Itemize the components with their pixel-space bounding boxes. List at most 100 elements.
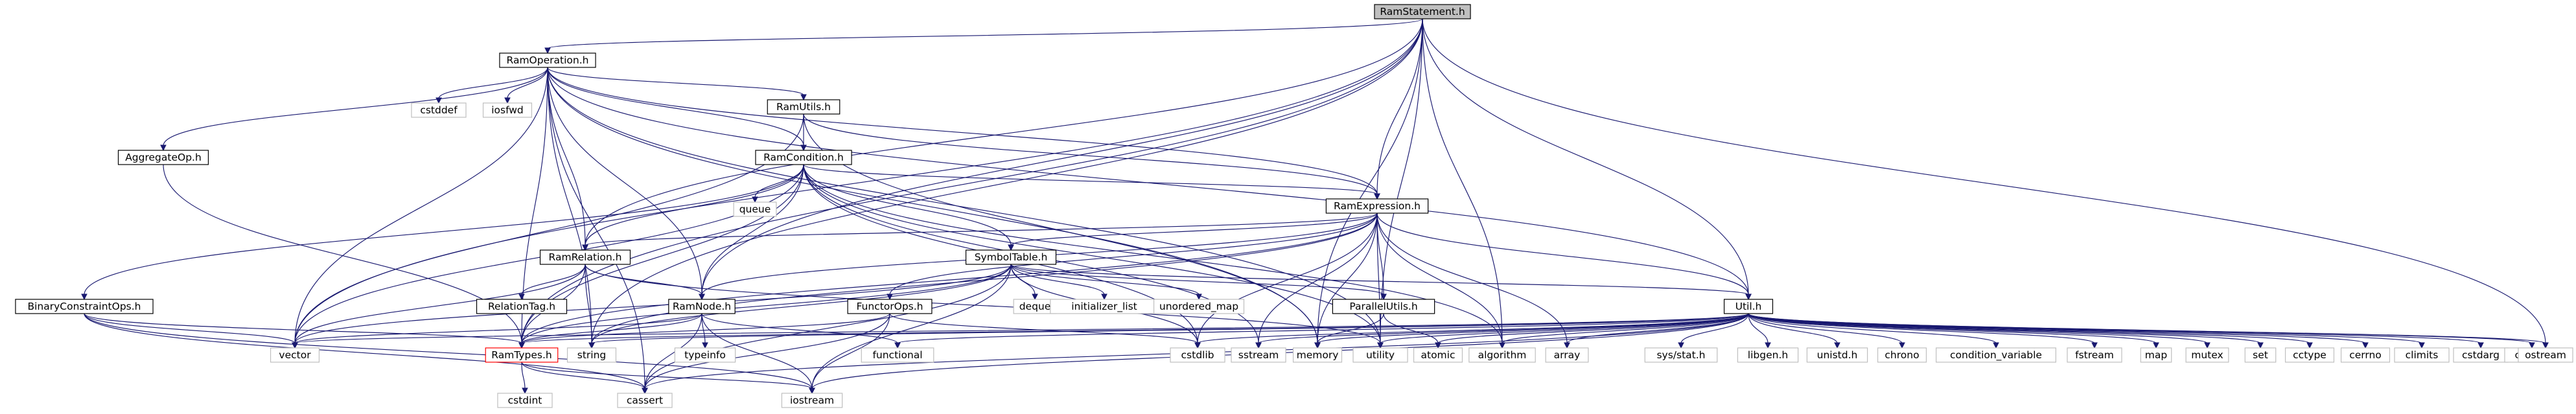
node-ramstatement[interactable]: RamStatement.h [1374, 4, 1471, 19]
node-box [1332, 299, 1435, 314]
node-symboltable[interactable]: SymbolTable.h [965, 249, 1057, 265]
node-ramrelation[interactable]: RamRelation.h [539, 249, 631, 265]
dependency-edge-RamRelation-to-RamNode [585, 264, 702, 295]
edge-arrowhead [2477, 342, 2484, 349]
node-label: functional [872, 349, 922, 361]
edge-arrowhead [582, 244, 588, 251]
dependency-edge-RamRelation-to-RelationTag [521, 264, 586, 295]
node-label: cstdint [508, 395, 542, 406]
edge-arrowhead [1834, 342, 1840, 349]
node-cerrno: cerrno [2340, 347, 2391, 363]
edge-arrowhead [1032, 293, 1038, 301]
dependency-edge-SymbolTable-to-cassert [644, 264, 1012, 389]
node-sstream: sstream [1231, 347, 1286, 363]
dependency-edge-RamOperation-to-cstddef [438, 67, 548, 99]
dependency-edge-RamNode-to-cassert [644, 313, 702, 389]
node-box [1737, 347, 1799, 363]
edge-arrowhead [81, 293, 87, 301]
dependency-edge-RamExpression-to-algorithm [1376, 213, 1503, 344]
node-label: BinaryConstraintOps.h [27, 301, 141, 312]
edge-arrowhead [1745, 293, 1752, 301]
node-label: chrono [1885, 349, 1919, 361]
dependency-edge-RamOperation-to-utility [547, 67, 1381, 344]
node-box [1468, 347, 1536, 363]
node-box [1877, 347, 1927, 363]
edge-arrowhead [2153, 342, 2159, 349]
edge-arrowhead [504, 97, 511, 104]
node-cctype: cctype [2284, 347, 2335, 363]
dependency-edge-RamStatement-to-ostream [1422, 18, 2546, 344]
node-box [485, 347, 559, 363]
node-util[interactable]: Util.h [1723, 299, 1774, 314]
node-queue: queue [733, 201, 777, 217]
dependency-edge-Util-to-libgen [1748, 313, 1769, 344]
node-label: Util.h [1735, 301, 1762, 312]
dependency-edge-FunctorOps-to-RamTypes [521, 313, 890, 344]
dependency-edge-RamExpression-to-utility [1376, 213, 1381, 344]
dependency-edge-Util-to-mutex [1748, 313, 2208, 344]
node-aggregateop[interactable]: AggregateOp.h [117, 150, 209, 165]
edge-arrowhead [2091, 342, 2098, 349]
edge-arrowhead [1678, 342, 1684, 349]
dependency-edge-RamOperation-to-Util [547, 67, 1749, 295]
node-label: libgen.h [1748, 349, 1788, 361]
node-ramtypes[interactable]: RamTypes.h [485, 347, 559, 363]
node-label: sys/stat.h [1656, 349, 1705, 361]
node-relationtag[interactable]: RelationTag.h [476, 299, 568, 314]
node-ramoperation[interactable]: RamOperation.h [499, 52, 596, 68]
node-label: unordered_map [1159, 301, 1238, 313]
node-label: set [2253, 349, 2268, 361]
dependency-edge-Util-to-atomic [1437, 313, 1749, 344]
dependency-edge-RamCondition-to-RamNode [701, 164, 804, 295]
node-box [847, 299, 933, 314]
dependency-edge-RamStatement-to-memory [1317, 18, 1423, 344]
dependency-edge-Util-to-algorithm [1502, 313, 1749, 344]
node-parallelutils[interactable]: ParallelUtils.h [1332, 299, 1435, 314]
node-label: cctype [2293, 349, 2327, 361]
dependency-edge-Util-to-functional [897, 313, 1749, 344]
dependency-edge-SymbolTable-to-unordered_map [1010, 264, 1200, 295]
edge-arrowhead [2257, 342, 2264, 349]
dependency-edge-RamStatement-to-string [591, 18, 1423, 344]
edge-arrowhead [800, 144, 807, 152]
node-box [1352, 347, 1408, 363]
edge-arrowhead [435, 97, 442, 104]
node-binaryconstraintops[interactable]: BinaryConstraintOps.h [15, 299, 154, 314]
edge-arrowhead [2306, 342, 2313, 349]
dependency-edge-RamRelation-to-string [585, 264, 592, 344]
edge-arrowhead [1374, 193, 1380, 200]
node-box [499, 52, 596, 68]
node-box [270, 347, 320, 363]
dependency-edge-Util-to-cstdlib [1197, 313, 1749, 344]
edge-arrowhead [642, 387, 648, 395]
dependency-edge-Util-to-utility [1380, 313, 1749, 344]
edges-layer [81, 18, 2549, 395]
dependency-edge-Util-to-memory [1317, 313, 1749, 344]
edge-arrowhead [544, 47, 551, 54]
dependency-edge-SymbolTable-to-string [591, 264, 1012, 344]
edge-arrowhead [1564, 342, 1570, 349]
edge-arrowhead [1499, 342, 1505, 349]
node-label: ostream [2525, 349, 2566, 361]
node-ostream: ostream [2518, 347, 2573, 363]
edge-arrowhead [1314, 342, 1321, 349]
node-deque: deque [1013, 299, 1057, 314]
node-box [2340, 347, 2391, 363]
node-ramnode[interactable]: RamNode.h [668, 299, 736, 314]
node-functorops[interactable]: FunctorOps.h [847, 299, 933, 314]
dependency-edge-Util-to-fstream [1748, 313, 2095, 344]
edge-arrowhead [1196, 293, 1202, 301]
node-box [2067, 347, 2122, 363]
edge-arrowhead [2529, 342, 2535, 349]
node-box [566, 347, 617, 363]
dependency-edge-SymbolTable-to-initializer_list [1010, 264, 1105, 295]
node-box [2244, 347, 2277, 363]
node-ramcondition[interactable]: RamCondition.h [755, 150, 852, 165]
dependency-edge-RamTypes-to-iostream [521, 362, 813, 389]
dependency-edge-RamNode-to-vector [294, 313, 702, 344]
node-ramexpression[interactable]: RamExpression.h [1325, 198, 1429, 214]
dependency-edge-RamNode-to-functional [701, 313, 898, 344]
edge-arrowhead [894, 342, 901, 349]
dependency-edge-RamOperation-to-RamNode [547, 67, 702, 295]
node-ramutils[interactable]: RamUtils.h [767, 99, 841, 115]
